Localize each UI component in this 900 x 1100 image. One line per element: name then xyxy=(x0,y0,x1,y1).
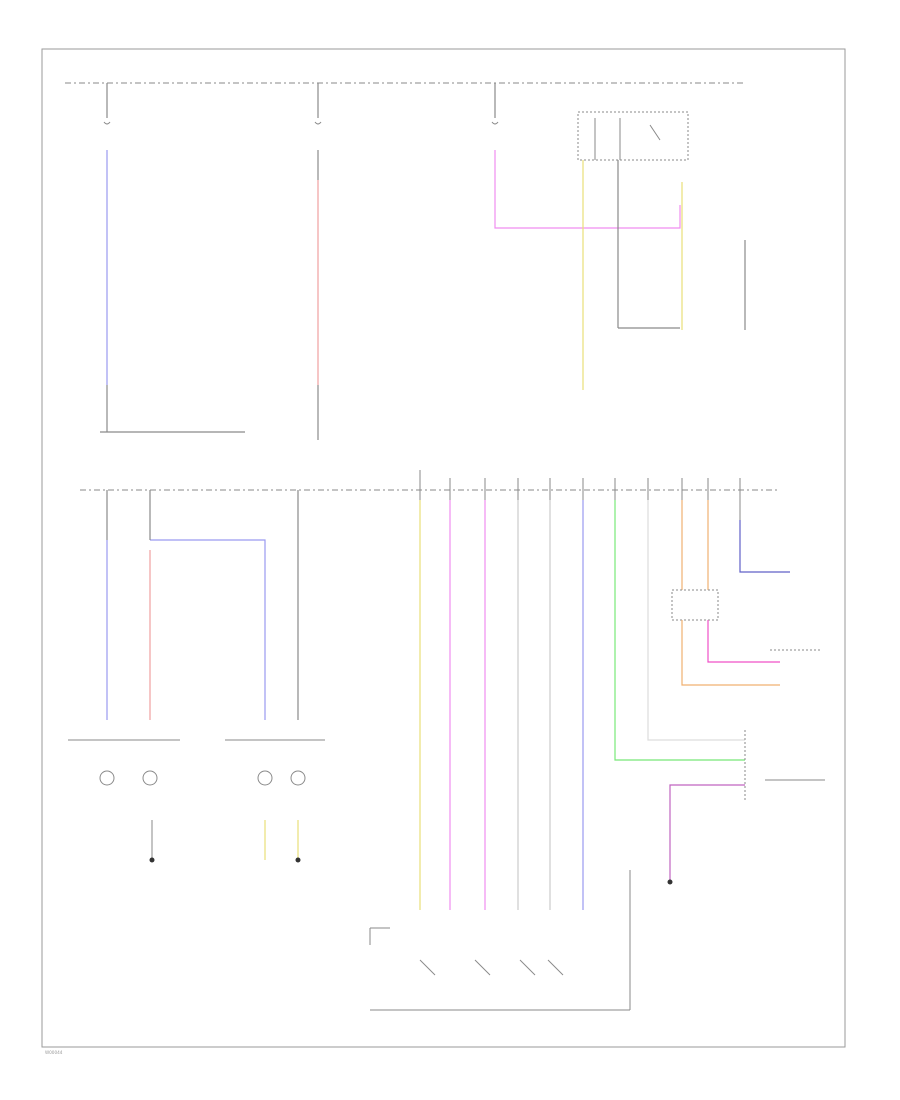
lamp-2 xyxy=(142,770,158,786)
light-gray-wire xyxy=(647,500,745,741)
diagram-border xyxy=(41,48,846,1048)
purple-wire-bottom xyxy=(669,784,745,880)
ground-dot-bottom xyxy=(667,879,673,885)
navy-wire xyxy=(739,520,790,573)
relay-box xyxy=(577,111,689,161)
pink-wire-feed xyxy=(494,150,681,229)
magenta-wire-right xyxy=(707,620,780,663)
ground-dot-left xyxy=(149,857,155,863)
lamp-3 xyxy=(257,770,273,786)
fuse-feed-2 xyxy=(314,83,322,125)
connector-stubs xyxy=(419,470,741,520)
footer-id: W00044 xyxy=(45,1050,63,1055)
purple-wire-left-frame xyxy=(150,539,266,720)
orange-wire-right xyxy=(681,620,780,686)
green-wire xyxy=(614,500,745,761)
ground-dot-right xyxy=(295,857,301,863)
fuse-feed-1 xyxy=(103,83,111,125)
lamp-4 xyxy=(290,770,306,786)
module-box xyxy=(671,589,719,621)
fuse-feed-3 xyxy=(491,83,499,125)
lamp-1 xyxy=(99,770,115,786)
headlamp-switch xyxy=(369,870,631,1011)
